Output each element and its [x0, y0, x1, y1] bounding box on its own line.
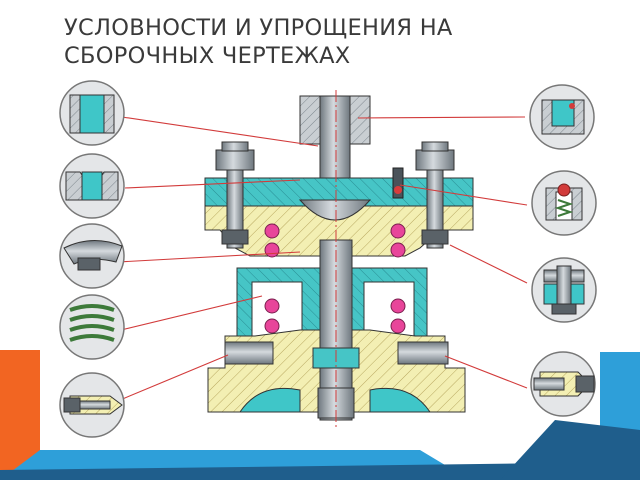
screw-icon: [530, 351, 596, 417]
threaded-hole-icon: [59, 80, 125, 146]
slide-title: УСЛОВНОСТИ И УПРОЩЕНИЯ НА СБОРОЧНЫХ ЧЕРТ…: [64, 14, 584, 70]
left-stud: [224, 341, 274, 365]
dome-head: [298, 199, 372, 221]
left-bolt-lower-nut: [221, 229, 249, 245]
base-cutout-left: [239, 387, 301, 413]
right-bolt-top: [421, 141, 449, 152]
set-screw: [392, 167, 404, 199]
lower-spring-coils: [264, 298, 406, 334]
left-bolt-shank: [226, 169, 244, 249]
nut-chamfer-icon: [59, 223, 125, 289]
countersunk-hole-icon: [59, 153, 125, 219]
blind-threaded-hole-icon: [529, 84, 595, 150]
right-bolt-lower-nut: [421, 229, 449, 245]
orange-corner-shape: [0, 350, 40, 480]
main-assembly: [204, 90, 474, 430]
right-bolt-nut: [415, 149, 455, 171]
dark-blue-bottom-band: [0, 462, 640, 480]
upper-spring-coils: [264, 223, 406, 258]
right-stud: [397, 341, 449, 365]
detent-ball: [394, 186, 402, 194]
leader-lines: [117, 116, 528, 401]
left-bolt-nut: [215, 149, 255, 171]
ball-detent-icon: [531, 170, 597, 236]
left-bolt-top: [221, 141, 249, 152]
title-line-2: СБОРОЧНЫХ ЧЕРТЕЖАХ: [64, 43, 351, 69]
stud-nut-icon: [531, 257, 597, 323]
spring-icon: [59, 294, 125, 360]
base-cutout-right: [369, 387, 431, 413]
bolt-tip-icon: [59, 372, 125, 438]
dark-blue-right-shape: [500, 420, 640, 480]
title-line-1: УСЛОВНОСТИ И УПРОЩЕНИЯ НА: [64, 15, 453, 41]
